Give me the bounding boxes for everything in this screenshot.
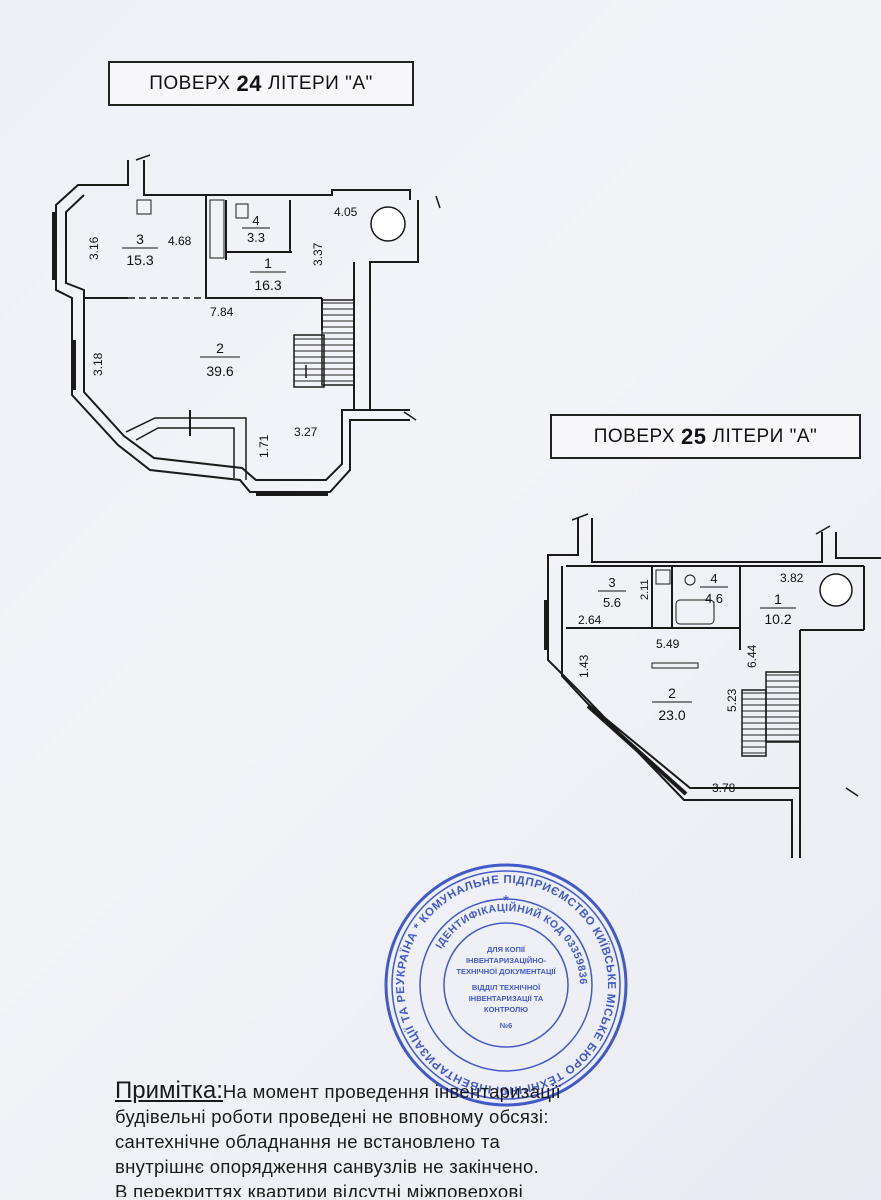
floor-25-labels: 3 5.6 4 4.6 1 10.2 2 23.0 3.82 2.11 2.64… [577, 571, 804, 795]
floor-24-dim-1-71: 1.71 [257, 434, 271, 458]
floor-24-room-4-id: 4 [252, 213, 259, 228]
floor-25-dim-5-23: 5.23 [725, 688, 739, 712]
floor-25-dim-3-78: 3.78 [712, 781, 736, 795]
floor-25-plan [544, 513, 881, 858]
svg-text:№6: №6 [500, 1021, 513, 1030]
svg-text:*: * [503, 893, 509, 910]
floor-24-dim-3-16: 3.16 [87, 236, 101, 260]
floor-25-dim-5-49: 5.49 [656, 637, 680, 651]
floor-25-title-number: 25 [681, 423, 707, 449]
floor-25-room-1-area: 10.2 [764, 611, 791, 627]
floor-24-dim-3-37: 3.37 [311, 242, 325, 266]
floor-25-title-prefix: ПОВЕРХ [593, 425, 675, 447]
floor-25-title: ПОВЕРХ 25 ЛІТЕРИ "А" [550, 414, 861, 459]
floor-24-labels: 3 15.3 4 3.3 1 16.3 2 39.6 3.16 4.68 4.0… [87, 205, 358, 458]
note-line-3: сантехнічне обладнання не встановлено та [115, 1131, 501, 1152]
svg-text:ІНВЕНТАРИЗАЦІЙНО-: ІНВЕНТАРИЗАЦІЙНО- [466, 956, 547, 965]
svg-text:КОНТРОЛЮ: КОНТРОЛЮ [484, 1005, 528, 1014]
floor-25-dim-1-43: 1.43 [577, 654, 591, 678]
floor-24-dim-4-68: 4.68 [168, 234, 192, 248]
floor-24-room-1-id: 1 [264, 255, 272, 271]
svg-text:ДЛЯ КОПІЇ: ДЛЯ КОПІЇ [487, 945, 526, 954]
svg-text:*: * [503, 1086, 508, 1101]
svg-text:УКРАЇНА * КОМУНАЛЬНЕ ПІДПРИЄМС: УКРАЇНА * КОМУНАЛЬНЕ ПІДПРИЄМСТВО КИЇВСЬ… [0, 0, 616, 1097]
note-line-1: На момент проведення інвентаризації [222, 1081, 562, 1102]
floor-24-room-3-area: 15.3 [126, 252, 153, 268]
floor-25-room-1-id: 1 [774, 591, 782, 607]
floor-25-room-4-area: 4.6 [705, 591, 723, 606]
floor-24-title-prefix: ПОВЕРХ [149, 72, 231, 94]
svg-text:ВІДДІЛ ТЕХНІЧНОЇ: ВІДДІЛ ТЕХНІЧНОЇ [472, 983, 541, 992]
note-heading: Примітка: [115, 1077, 223, 1104]
floor-24-room-3-id: 3 [136, 231, 144, 247]
floor-25-room-3-id: 3 [608, 575, 615, 590]
note-line-2: будівельні роботи проведені не вповному … [115, 1106, 549, 1127]
floor-25-dim-2-11: 2.11 [639, 579, 651, 600]
floor-25-dim-6-44: 6.44 [745, 644, 759, 668]
floor-25-room-2-area: 23.0 [658, 707, 685, 723]
floor-25-room-4-id: 4 [710, 571, 717, 586]
floor-24-dim-3-18: 3.18 [91, 352, 105, 376]
floor-24-title: ПОВЕРХ 24 ЛІТЕРИ "А" [108, 61, 414, 106]
floor-24-dim-3-27: 3.27 [294, 425, 318, 439]
svg-text:ТЕХНІЧНОЇ ДОКУМЕНТАЦІЇ: ТЕХНІЧНОЇ ДОКУМЕНТАЦІЇ [456, 967, 556, 976]
floor-24-plan [52, 154, 441, 496]
floor-24-dim-7-84: 7.84 [210, 305, 234, 319]
floor-24-room-1-area: 16.3 [254, 277, 281, 293]
floor-25-title-suffix: ЛІТЕРИ "А" [712, 425, 818, 447]
note-line-4: внутрішнє опорядження санвузлів не закін… [115, 1156, 540, 1177]
floor-24-room-4-area: 3.3 [247, 230, 265, 245]
note-block: Примітка:На момент проведення інвентариз… [115, 1078, 675, 1197]
floor-24-room-2-id: 2 [216, 340, 224, 356]
floor-24-dim-4-05: 4.05 [334, 205, 358, 219]
floor-25-dim-2-64: 2.64 [578, 613, 602, 627]
floor-24-title-number: 24 [236, 70, 262, 96]
floor-25-room-2-id: 2 [668, 685, 676, 701]
floor-25-room-3-area: 5.6 [603, 595, 621, 610]
floor-24-title-suffix: ЛІТЕРИ "А" [267, 72, 373, 94]
svg-text:ІНВЕНТАРИЗАЦІЇ ТА: ІНВЕНТАРИЗАЦІЇ ТА [469, 994, 544, 1003]
official-stamp: УКРАЇНА * КОМУНАЛЬНЕ ПІДПРИЄМСТВО КИЇВСЬ… [0, 0, 628, 1107]
floor-24-room-2-area: 39.6 [206, 363, 233, 379]
floor-25-dim-3-82: 3.82 [780, 571, 804, 585]
note-line-5: В перекриттях квартири відсутні міжповер… [115, 1181, 524, 1197]
